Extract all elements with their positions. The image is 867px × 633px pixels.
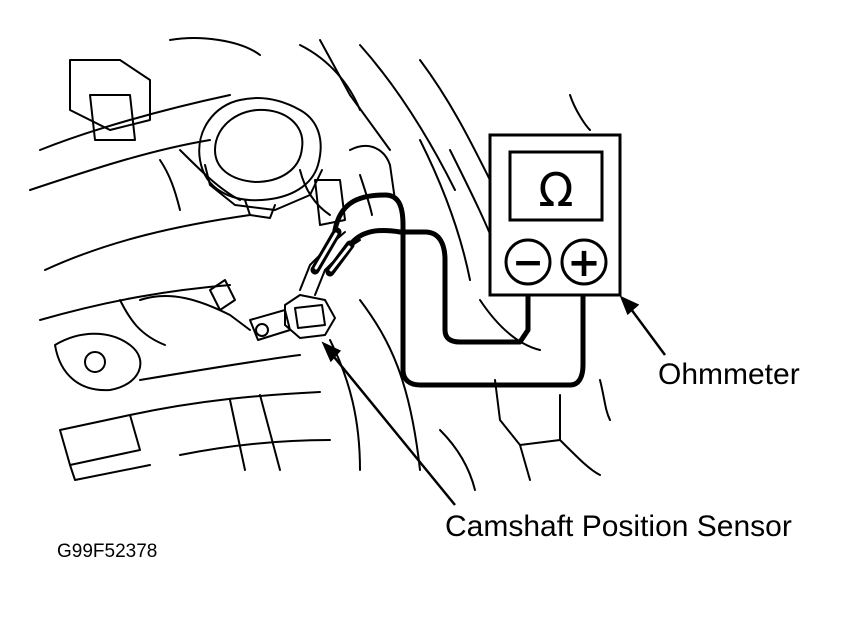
ohmmeter-arrowhead	[619, 295, 640, 316]
ohmmeter	[488, 133, 622, 297]
ohmmeter-leader	[626, 304, 667, 356]
positive-terminal	[560, 238, 608, 286]
negative-lead	[347, 228, 531, 345]
reservoir-cap	[198, 97, 323, 219]
negative-terminal	[504, 238, 552, 286]
negative-symbol: −	[512, 240, 544, 284]
sensor-arrowhead	[321, 341, 342, 363]
positive-lead	[332, 192, 586, 388]
sensor-leader	[329, 351, 456, 506]
ohmmeter-display	[508, 150, 604, 222]
leader-arrows	[321, 295, 667, 506]
positive-symbol: +	[567, 240, 601, 286]
ohm-symbol: Ω	[538, 163, 573, 217]
ohmmeter-label: Ohmmeter	[658, 358, 800, 391]
camshaft-position-sensor-label: Camshaft Position Sensor	[445, 510, 792, 543]
figure-code: G99F52378	[57, 541, 158, 562]
engine-line-art	[29, 37, 611, 491]
